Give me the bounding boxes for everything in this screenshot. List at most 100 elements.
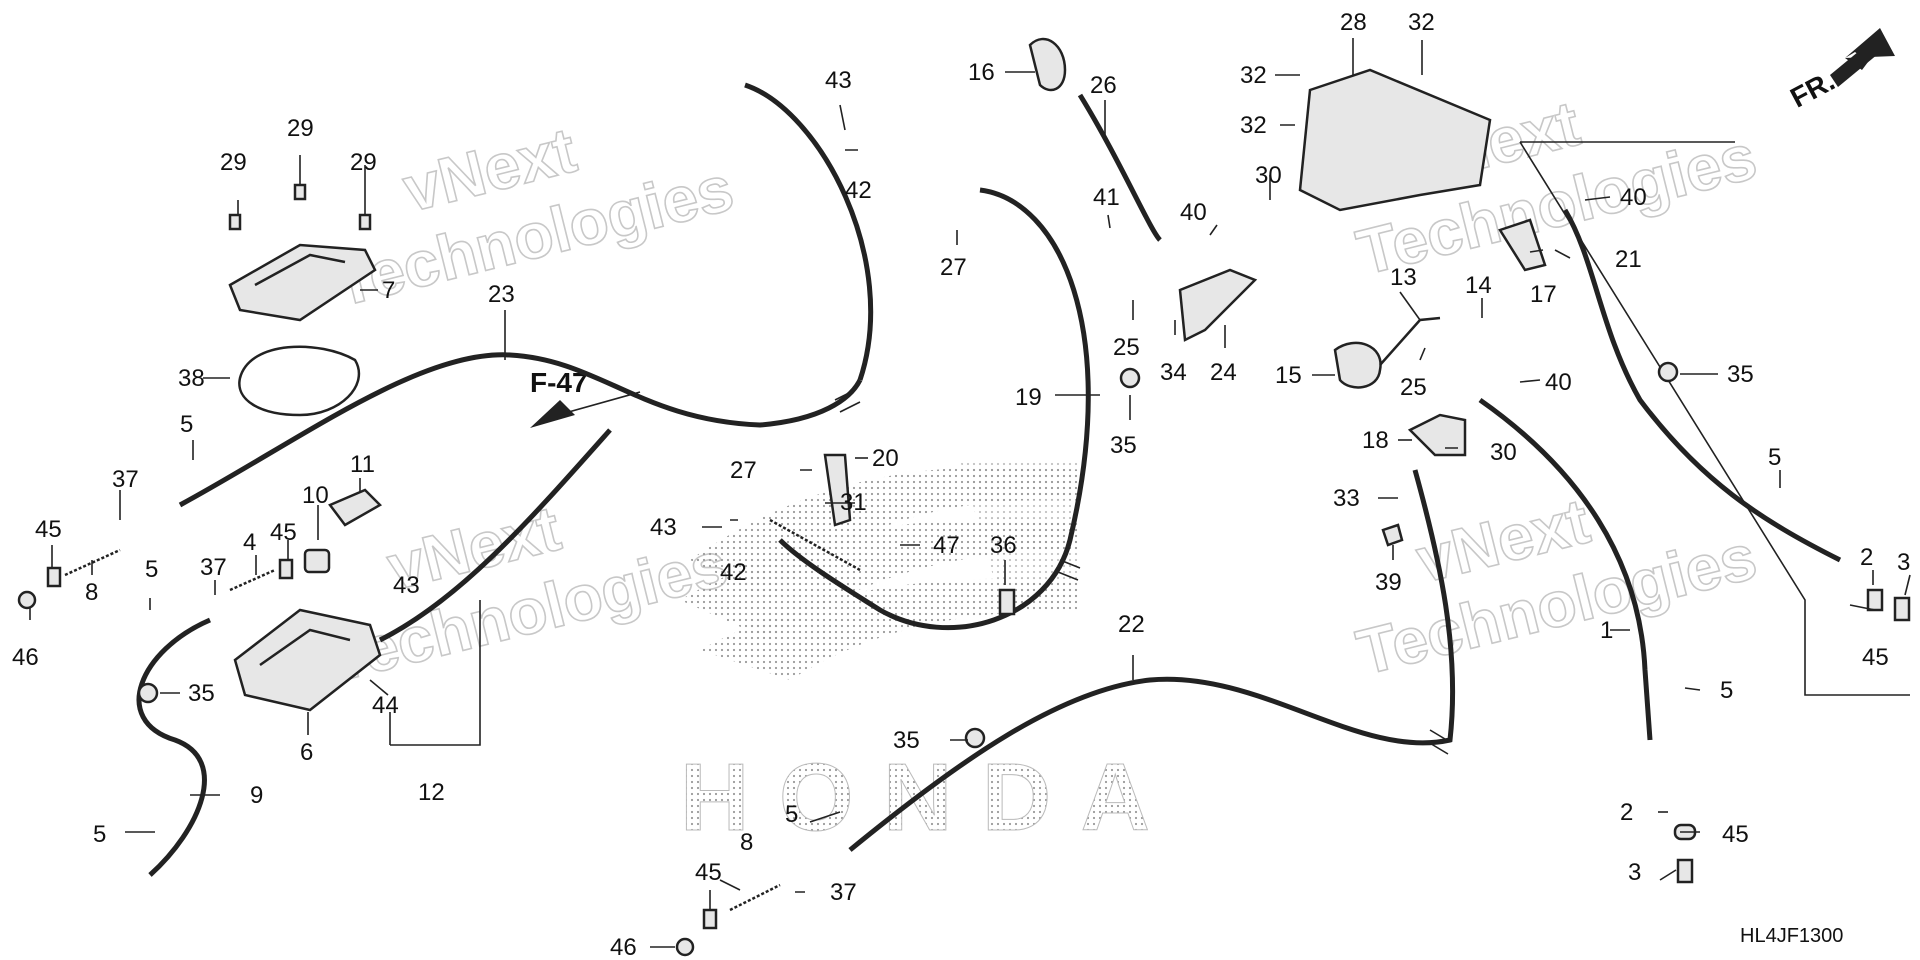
cable-23-upper <box>744 82 874 381</box>
callout-31: 31 <box>840 489 867 516</box>
cable-23 <box>178 352 863 508</box>
callout-11: 11 <box>350 451 375 478</box>
callout-43: 43 <box>825 67 852 94</box>
callout-25: 25 <box>1113 334 1140 361</box>
callout-19: 19 <box>1015 384 1042 411</box>
collar-45 <box>46 566 62 588</box>
callout-12: 12 <box>418 779 445 806</box>
callout-28: 28 <box>1340 9 1367 36</box>
callout-5: 5 <box>1768 444 1781 471</box>
rod-13 <box>1379 316 1441 366</box>
gasket-38 <box>238 345 361 417</box>
bolt-29 <box>358 213 372 231</box>
callout-5: 5 <box>785 801 798 828</box>
grommet-35 <box>137 682 159 704</box>
callout-30: 30 <box>1490 439 1517 466</box>
callout-38: 38 <box>178 365 205 392</box>
cable-21 <box>1562 208 1842 563</box>
callout-44: 44 <box>372 692 399 719</box>
collar-45 <box>278 558 294 580</box>
callout-26: 26 <box>1090 72 1117 99</box>
bolt-29 <box>293 183 307 201</box>
callout-22: 22 <box>1118 611 1145 638</box>
callout-43: 43 <box>650 514 677 541</box>
spring-main <box>769 518 861 572</box>
callout-4: 4 <box>243 529 256 556</box>
callout-5: 5 <box>1720 677 1733 704</box>
callout-8: 8 <box>85 579 98 606</box>
callout-23: 23 <box>488 281 515 308</box>
callout-18: 18 <box>1362 427 1389 454</box>
callout-2: 2 <box>1620 799 1633 826</box>
callout-32: 32 <box>1408 9 1435 36</box>
callout-29: 29 <box>350 149 377 176</box>
callout-15: 15 <box>1275 362 1302 389</box>
callout-14: 14 <box>1465 272 1492 299</box>
grommet-35 <box>964 727 986 749</box>
callout-5: 5 <box>145 556 158 583</box>
callout-35: 35 <box>1110 432 1137 459</box>
callout-6: 6 <box>300 739 313 766</box>
callout-27: 27 <box>730 457 757 484</box>
cover-7 <box>228 243 377 322</box>
callout-36: 36 <box>990 532 1017 559</box>
plate-28 <box>1298 68 1492 212</box>
callout-35: 35 <box>893 727 920 754</box>
callout-45: 45 <box>270 519 297 546</box>
callout-9: 9 <box>250 782 263 809</box>
callout-21: 21 <box>1615 246 1642 273</box>
callout-45: 45 <box>695 859 722 886</box>
callout-30: 30 <box>1255 162 1282 189</box>
part-39 <box>1381 523 1404 547</box>
callout-40: 40 <box>1620 184 1647 211</box>
grommet-35 <box>1657 361 1679 383</box>
rod-26 <box>1077 93 1162 242</box>
callout-35: 35 <box>188 680 215 707</box>
callout-37: 37 <box>112 466 139 493</box>
joint-11 <box>328 488 383 527</box>
callout-20: 20 <box>872 445 899 472</box>
front-arrow: FR. <box>1785 28 1895 114</box>
callout-3: 3 <box>1628 859 1641 886</box>
arm-20 <box>823 453 852 527</box>
collar-45 <box>702 908 718 930</box>
callout-1: 1 <box>1600 617 1613 644</box>
callout-labels: 1 2 2 3 3 4 5 5 5 5 5 5 6 7 8 8 9 10 11 … <box>12 9 1910 960</box>
callout-16: 16 <box>968 59 995 86</box>
callout-37: 37 <box>830 879 857 906</box>
callout-39: 39 <box>1375 569 1402 596</box>
cable-19 <box>778 187 1091 631</box>
parts <box>17 37 1911 957</box>
callout-43: 43 <box>393 572 420 599</box>
nut-46 <box>17 590 37 610</box>
pin-3 <box>1676 858 1694 884</box>
grommet-35 <box>1119 367 1141 389</box>
callout-42: 42 <box>845 177 872 204</box>
leader-lines <box>29 38 1911 948</box>
box-6 <box>233 608 382 712</box>
callout-2: 2 <box>1860 544 1873 571</box>
callout-5: 5 <box>93 821 106 848</box>
callout-33: 33 <box>1333 485 1360 512</box>
callout-29: 29 <box>220 149 247 176</box>
knob-15 <box>1333 341 1382 389</box>
cable-22 <box>848 469 1456 852</box>
cable-1 <box>1478 397 1653 741</box>
collar-45 <box>1866 588 1884 612</box>
knob-16 <box>1028 37 1067 92</box>
callout-34: 34 <box>1160 359 1187 386</box>
cables <box>136 82 1842 877</box>
front-marker-label: FR. <box>1785 65 1839 114</box>
callout-7: 7 <box>382 277 395 304</box>
callout-17: 17 <box>1530 281 1557 308</box>
nut-46 <box>675 937 695 957</box>
callout-40: 40 <box>1545 369 1572 396</box>
callout-37: 37 <box>200 554 227 581</box>
callout-3: 3 <box>1897 549 1910 576</box>
callout-45: 45 <box>1862 644 1889 671</box>
callout-5: 5 <box>180 411 193 438</box>
callout-45: 45 <box>35 516 62 543</box>
pin-3 <box>1893 596 1911 622</box>
